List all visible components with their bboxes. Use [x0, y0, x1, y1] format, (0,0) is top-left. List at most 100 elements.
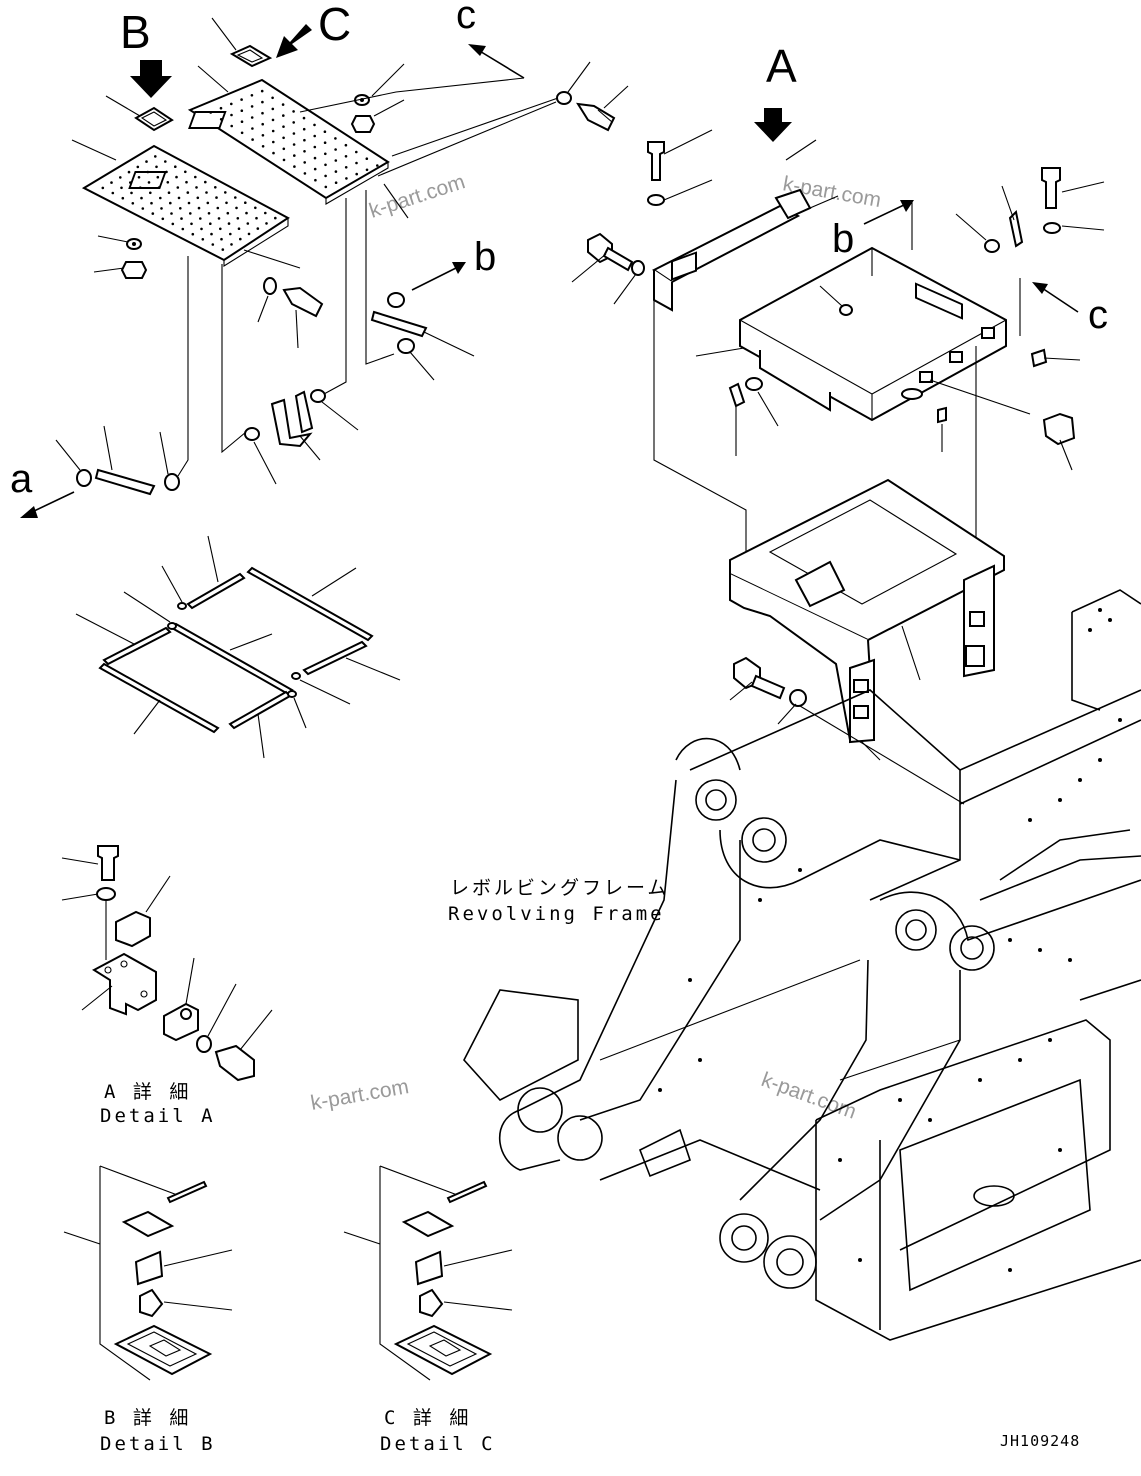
plate-hole	[292, 121, 296, 124]
plate-hole	[161, 217, 165, 221]
plate-hole	[313, 156, 317, 160]
plate-hole	[303, 150, 306, 153]
floor-plate-right	[187, 78, 390, 205]
upper-bracket	[652, 188, 812, 312]
frame-hole	[1098, 758, 1102, 762]
frame-hole	[898, 1098, 902, 1102]
bolt-icon	[263, 277, 324, 318]
plate-hole	[261, 122, 265, 126]
hinge-clip-icon	[244, 389, 326, 448]
plate-hole	[355, 161, 358, 165]
frame-hole	[1058, 1148, 1062, 1152]
plate-hole	[324, 152, 327, 156]
plate-hole	[215, 196, 218, 199]
washer-icon	[126, 238, 142, 250]
plate-hole	[206, 201, 210, 205]
detail-b-label-en: Detail B	[100, 1433, 216, 1455]
plate-hole	[209, 111, 212, 114]
plate-hole	[282, 158, 286, 162]
plate-hole	[141, 207, 145, 210]
plate-hole	[216, 206, 220, 210]
frame-hole	[1118, 718, 1122, 722]
plate-hole	[187, 201, 191, 205]
plate-hole	[303, 138, 306, 142]
plate-hole	[136, 165, 140, 169]
plate-hole	[255, 216, 258, 220]
plate-hole	[229, 232, 232, 236]
plate-hole	[282, 147, 286, 151]
plate-hole	[260, 89, 264, 93]
plate-hole	[191, 232, 195, 236]
plate-hole	[230, 102, 233, 106]
plate-hole	[159, 196, 162, 200]
plate-hole	[129, 181, 132, 184]
plate-hole	[131, 202, 135, 205]
plate-hole	[175, 175, 178, 179]
plate-hole	[261, 111, 264, 115]
plate-hole	[200, 227, 203, 231]
plate-hole	[186, 191, 190, 194]
plate-hole	[334, 159, 338, 162]
plate-hole	[151, 212, 155, 215]
plate-hole	[272, 151, 275, 155]
floor-plate-left	[81, 144, 290, 267]
direction-arrow-a-left-icon	[20, 491, 75, 518]
leader-lines-top-left	[55, 17, 629, 485]
frame-hole	[1078, 778, 1082, 782]
frame-hole	[1028, 818, 1032, 822]
plate-hole	[220, 237, 223, 241]
plate-hole	[313, 167, 317, 171]
plate-hole	[251, 138, 254, 141]
plate-hole	[219, 106, 223, 110]
plate-hole	[184, 170, 187, 174]
plate-hole	[237, 227, 241, 230]
conn-label-c-top: c	[456, 0, 476, 37]
plate-hole	[150, 201, 153, 205]
plate-hole	[209, 222, 212, 225]
plate-hole	[139, 186, 142, 189]
plate-hole	[110, 181, 113, 184]
plate-hole	[101, 186, 105, 190]
plate-hole	[176, 186, 180, 189]
plate-hole	[189, 212, 192, 215]
plate-hole	[282, 125, 285, 128]
plate-hole	[174, 165, 177, 168]
plate-hole	[334, 148, 337, 151]
leader-lines-step-box	[571, 129, 1105, 560]
nut-icon	[350, 115, 376, 133]
plate-hole	[145, 160, 148, 163]
leader-lines-detail-c	[343, 1231, 513, 1311]
plate-hole	[160, 207, 163, 210]
watermark-3: k-part.com	[309, 1075, 411, 1115]
plate-hole	[119, 176, 122, 179]
plate-holes	[101, 89, 379, 251]
plate-hole	[240, 131, 244, 135]
plate-hole	[234, 196, 237, 199]
view-label-b: B	[120, 6, 151, 58]
plate-hole	[250, 105, 254, 108]
plate-hole	[165, 170, 168, 174]
plate-hole	[130, 191, 133, 195]
frame-hole	[1068, 958, 1072, 962]
plate-hole	[256, 227, 260, 230]
plate-hole	[157, 186, 161, 189]
plate-hole	[245, 211, 248, 215]
plate-hole	[292, 132, 296, 135]
detail-a-drawing	[92, 845, 255, 1082]
plate-hole	[111, 191, 115, 195]
detail-a-label-en: Detail A	[100, 1105, 216, 1127]
plate-hole	[246, 222, 250, 225]
drawing-number: JH109248	[1000, 1432, 1080, 1450]
direction-arrow-b-left-icon	[411, 262, 466, 291]
plate-hole	[219, 118, 223, 121]
plate-hole	[282, 136, 285, 140]
plate-hole	[137, 176, 141, 179]
plate-hole	[250, 116, 254, 119]
plate-hole	[180, 217, 183, 220]
plate-hole	[313, 145, 317, 149]
step-frame-base	[729, 478, 1005, 744]
plate-hole	[147, 181, 151, 184]
plate-hole	[205, 191, 208, 194]
plate-hole	[221, 248, 225, 251]
assembly-guide-lines	[177, 77, 559, 477]
